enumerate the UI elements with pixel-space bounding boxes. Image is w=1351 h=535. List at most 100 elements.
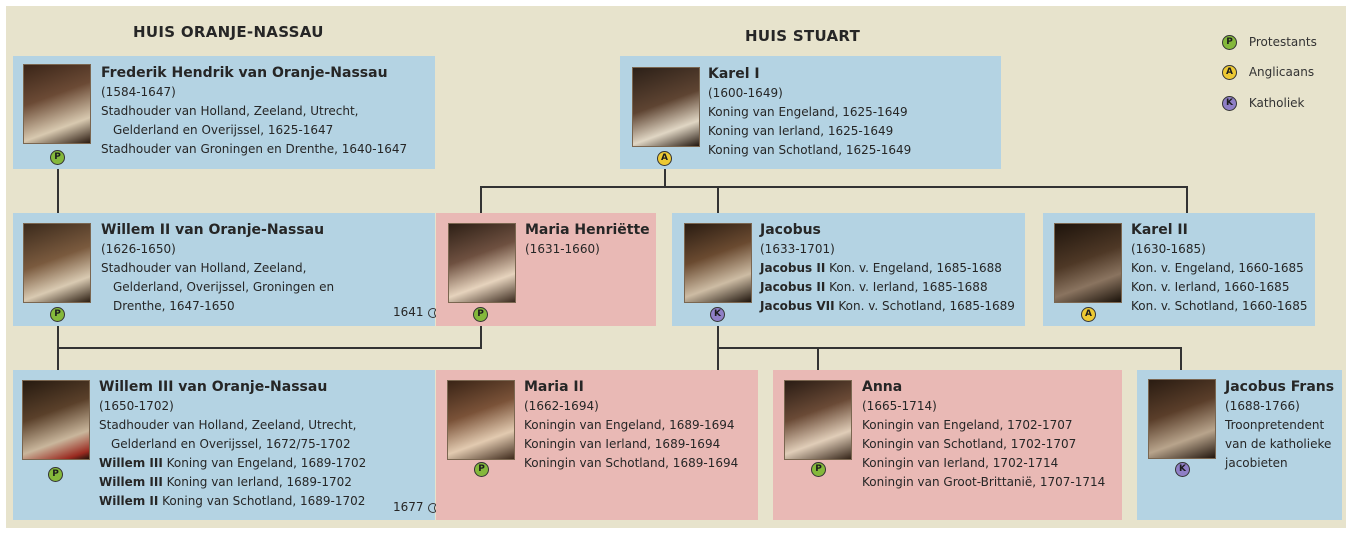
person-name: Karel I: [708, 66, 760, 82]
person-title: Koningin van Ierland, 1702-1714: [862, 456, 1059, 470]
catholic-badge-icon: K: [710, 307, 725, 322]
catholic-badge-icon: K: [1175, 462, 1190, 477]
connector-karel1-down: [664, 169, 666, 187]
person-card-karel-1: Karel I (1600-1649) Koning van Engeland,…: [620, 56, 1001, 169]
connector-to-maria-henriette: [480, 186, 482, 213]
legend-item-protestants: P Protestants: [1222, 35, 1317, 50]
person-name: Jacobus: [760, 222, 821, 238]
title-text: Kon. v. Engeland, 1685-1688: [825, 261, 1002, 275]
house-oranje-nassau-heading: HUIS ORANJE-NASSAU: [133, 23, 324, 41]
anglican-badge-icon: A: [657, 151, 672, 166]
person-title: Jacobus VII Kon. v. Schotland, 1685-1689: [760, 297, 1015, 316]
person-card-jacobus: Jacobus (1633-1701) Jacobus II Kon. v. E…: [672, 213, 1025, 326]
protestant-badge-icon: P: [1222, 35, 1237, 50]
legend-label: Katholiek: [1248, 96, 1305, 110]
protestant-badge-icon: P: [811, 462, 826, 477]
person-title: Stadhouder van Holland, Zeeland,: [101, 261, 307, 275]
person-name: Karel II: [1131, 222, 1188, 238]
person-title: Koning van Schotland, 1625-1649: [708, 143, 912, 157]
person-title: Drenthe, 1647-1650: [113, 299, 235, 313]
person-text: Karel I (1600-1649) Koning van Engeland,…: [708, 65, 911, 160]
person-title: Koningin van Schotland, 1689-1694: [524, 456, 739, 470]
person-title: Willem III Koning van Engeland, 1689-170…: [99, 454, 366, 473]
person-card-maria-2: Maria II (1662-1694) Koningin van Engela…: [436, 370, 758, 520]
person-text: Anna (1665-1714) Koningin van Engeland, …: [862, 378, 1105, 492]
title-text: Koning van Ierland, 1689-1702: [162, 475, 352, 489]
protestant-badge-icon: P: [50, 307, 65, 322]
person-title: Gelderland en Overijssel, 1625-1647: [113, 123, 334, 137]
portrait-image: [784, 380, 852, 460]
person-card-frederik-hendrik: Frederik Hendrik van Oranje-Nassau (1584…: [13, 56, 435, 169]
person-title: jacobieten: [1225, 456, 1288, 470]
person-title: Gelderland en Overijssel, 1672/75-1702: [111, 437, 351, 451]
protestant-badge-icon: P: [50, 150, 65, 165]
person-title: Koningin van Engeland, 1702-1707: [862, 418, 1073, 432]
person-title: Kon. v. Ierland, 1660-1685: [1131, 280, 1290, 294]
regnal-name: Jacobus II: [760, 261, 826, 275]
person-years: (1584-1647): [101, 85, 176, 99]
portrait-image: [632, 67, 700, 147]
person-title: Koningin van Schotland, 1702-1707: [862, 437, 1077, 451]
connector-to-jacobus: [717, 186, 719, 213]
marriage-year: 1641: [393, 305, 424, 319]
portrait-image: [22, 380, 90, 460]
person-title: Koning van Ierland, 1625-1649: [708, 124, 894, 138]
person-years: (1633-1701): [760, 242, 835, 256]
person-text: Willem III van Oranje-Nassau (1650-1702)…: [99, 378, 366, 511]
person-title: Stadhouder van Holland, Zeeland, Utrecht…: [99, 418, 357, 432]
title-text: Kon. v. Schotland, 1685-1689: [834, 299, 1015, 313]
person-text: Jacobus Frans (1688-1766) Troonpretenden…: [1225, 378, 1334, 473]
person-years: (1665-1714): [862, 399, 937, 413]
person-title: Koningin van Ierland, 1689-1694: [524, 437, 721, 451]
person-title: Jacobus II Kon. v. Ierland, 1685-1688: [760, 278, 1015, 297]
portrait-image: [684, 223, 752, 303]
person-years: (1626-1650): [101, 242, 176, 256]
regnal-name: Jacobus VII: [760, 299, 835, 313]
person-years: (1688-1766): [1225, 399, 1300, 413]
catholic-badge-icon: K: [1222, 96, 1237, 111]
portrait-image: [447, 380, 515, 460]
connector-jacobus-children-bar: [717, 347, 1182, 349]
person-card-karel-2: Karel II (1630-1685) Kon. v. Engeland, 1…: [1043, 213, 1315, 326]
person-text: Frederik Hendrik van Oranje-Nassau (1584…: [101, 64, 407, 159]
person-title: Troonpretendent: [1225, 418, 1325, 432]
title-text: Koning van Engeland, 1689-1702: [162, 456, 367, 470]
protestant-badge-icon: P: [474, 462, 489, 477]
legend-label: Protestants: [1248, 35, 1317, 49]
connector-mariah-down: [480, 326, 482, 348]
person-title: Koningin van Engeland, 1689-1694: [524, 418, 735, 432]
portrait-image: [1148, 379, 1216, 459]
person-text: Maria II (1662-1694) Koningin van Engela…: [524, 378, 738, 473]
person-name: Maria Henriëtte: [525, 222, 650, 238]
regnal-name: Willem III: [99, 456, 163, 470]
anglican-badge-icon: A: [1222, 65, 1237, 80]
regnal-name: Willem II: [99, 494, 159, 508]
person-years: (1600-1649): [708, 86, 783, 100]
person-title: Gelderland, Overijssel, Groningen en: [113, 280, 335, 294]
person-title: van de katholieke: [1225, 437, 1332, 451]
connector-to-jacobus-frans: [1180, 347, 1182, 370]
person-title: Stadhouder van Groningen en Drenthe, 164…: [101, 142, 408, 156]
person-name: Willem III van Oranje-Nassau: [99, 379, 328, 395]
person-title: Koningin van Groot-Brittanië, 1707-1714: [862, 475, 1106, 489]
person-title: Kon. v. Engeland, 1660-1685: [1131, 261, 1304, 275]
portrait-image: [23, 64, 91, 144]
connector-karel1-children-bar: [480, 186, 1188, 188]
regnal-name: Jacobus II: [760, 280, 826, 294]
portrait-image: [448, 223, 516, 303]
person-title: Willem II Koning van Schotland, 1689-170…: [99, 492, 366, 511]
connector-to-anna: [817, 347, 819, 370]
portrait-image: [1054, 223, 1122, 303]
person-years: (1662-1694): [524, 399, 599, 413]
connector-willem2-mariah-bar: [57, 347, 482, 349]
person-years: (1631-1660): [525, 242, 600, 256]
person-card-maria-henriette: Maria Henriëtte (1631-1660) P: [436, 213, 656, 326]
person-title: Koning van Engeland, 1625-1649: [708, 105, 908, 119]
portrait-image: [23, 223, 91, 303]
legend-item-anglicaans: A Anglicaans: [1222, 65, 1314, 80]
person-name: Willem II van Oranje-Nassau: [101, 222, 325, 238]
person-years: (1630-1685): [1131, 242, 1206, 256]
person-text: Willem II van Oranje-Nassau (1626-1650) …: [101, 221, 334, 316]
person-title: Willem III Koning van Ierland, 1689-1702: [99, 473, 366, 492]
